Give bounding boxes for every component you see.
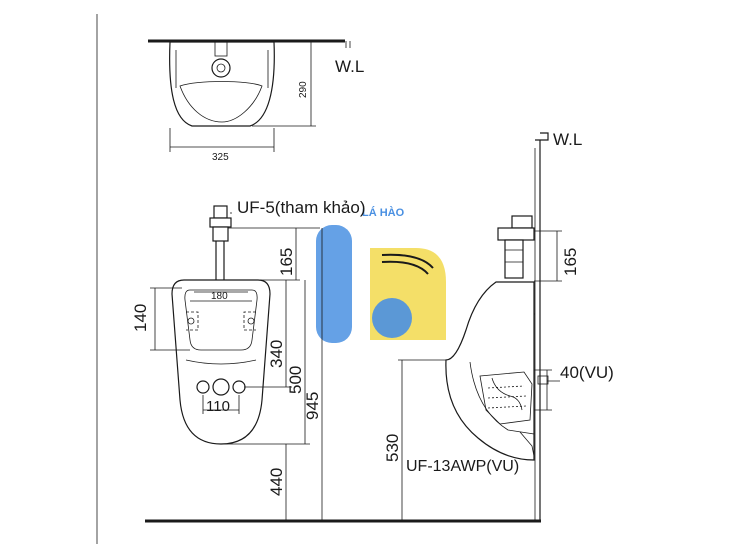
side-trap-channel: [491, 377, 523, 411]
top-view-width-dim-lines: [169, 128, 275, 152]
front-valve-head: [213, 205, 228, 219]
front-valve-body: [209, 217, 232, 228]
front-valve-label: UF-5(tham khảo): [237, 198, 365, 217]
top-view-depth-dim-lines: [252, 41, 316, 127]
front-valve-vacuum-breaker: [212, 226, 229, 242]
side-valve-pipe-joints: [505, 249, 523, 263]
front-bracket-hole-right: [247, 317, 255, 325]
top-view: W.L 325 290: [148, 39, 364, 163]
side-view: W.L 165 75 40(VU) 530 UF-13AWP(VU): [383, 130, 614, 521]
top-view-inner-walls: [175, 50, 269, 88]
watermark-brand-text: LÁ HÀO: [362, 206, 405, 219]
front-valve-height-dim: 165: [277, 248, 296, 276]
side-model-label: UF-13AWP(VU): [406, 458, 519, 475]
front-outlet-hole-left: [196, 380, 210, 394]
side-outlet-dim-lines: [534, 369, 560, 411]
side-outlet-stub: [537, 375, 549, 385]
side-valve-top: [511, 215, 533, 229]
front-urinal-rim-lines: [185, 291, 257, 365]
side-valve-pipe: [504, 239, 524, 279]
front-outlet-hole-center: [212, 378, 230, 396]
front-outlet-spacing-dim-lines: [202, 395, 240, 414]
side-outlet-dim: 40(VU): [560, 363, 614, 382]
side-wl-bracket: [535, 132, 549, 141]
watermark-blue-bar: [316, 225, 352, 343]
watermark-yellow-lines: [381, 253, 434, 275]
front-floor-to-outlet-dim: 440: [267, 468, 286, 496]
side-model-label-leader: [519, 431, 535, 457]
side-valve-height-dim: 165: [561, 248, 580, 276]
front-inner-height-dim: 140: [131, 304, 150, 332]
watermark-blue-dot: [372, 298, 412, 338]
front-view: UF-5(tham khảo) 180 140 110 165 340 500: [131, 198, 365, 520]
front-bracket-hole-left: [187, 317, 195, 325]
front-hidden-brackets: [186, 311, 256, 331]
side-wl-label: W.L: [553, 130, 582, 149]
top-view-spreader-inner: [216, 63, 226, 73]
front-urinal-inner-bowl: [184, 289, 258, 351]
top-view-wl-tick: [345, 41, 351, 48]
front-total-height-dim: 945: [303, 392, 322, 420]
front-outlet-height-dim-lines: [244, 280, 292, 388]
side-floor-height-dim-lines: [398, 359, 446, 521]
front-valve-height-dim-lines: [226, 227, 320, 281]
side-urinal-bowl-line: [469, 361, 535, 435]
top-view-bowl-inner: [179, 81, 263, 123]
top-view-bowl-outline: [169, 41, 275, 127]
top-view-width-dim: 325: [212, 152, 229, 163]
front-outlet-spacing-dim: 110: [206, 398, 230, 415]
side-trap-outline: [479, 371, 533, 425]
front-outlet-height-dim: 340: [267, 340, 286, 368]
front-inner-height-dim-lines: [150, 287, 190, 351]
front-inner-width-dim: 180: [211, 291, 228, 302]
top-view-spreader-outer: [211, 58, 231, 78]
front-body-height-dim: 500: [286, 366, 305, 394]
brand-watermark: LÁ HÀO: [316, 206, 446, 343]
front-urinal-body: [171, 279, 271, 445]
side-floor-height-dim: 530: [383, 434, 402, 462]
top-view-wl-label: W.L: [335, 57, 364, 76]
side-valve-height-dim-lines: [534, 230, 562, 282]
top-view-valve-stub: [214, 41, 228, 57]
side-valve-body: [497, 227, 535, 241]
front-body-height-dim-lines: [224, 280, 310, 445]
top-view-depth-dim: 290: [298, 81, 309, 98]
